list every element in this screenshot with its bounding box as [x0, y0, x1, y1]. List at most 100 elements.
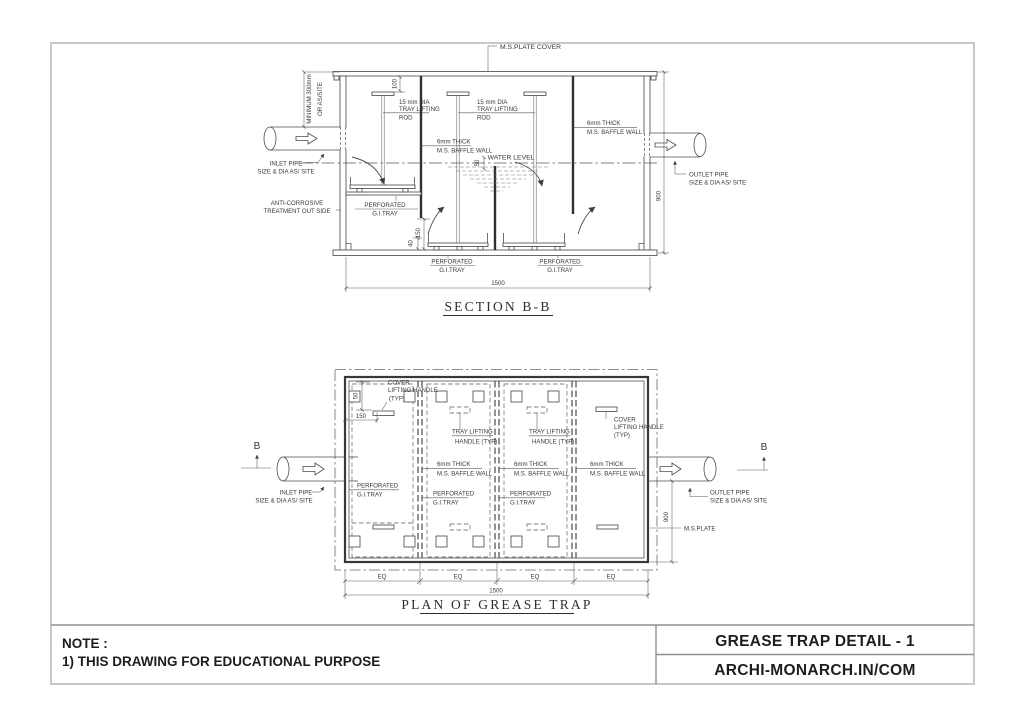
plan-baffle-label-2: 6mm THICK M.S. BAFFLE WALL	[499, 461, 570, 478]
svg-text:M.S. BAFFLE WALL: M.S. BAFFLE WALL	[437, 148, 493, 155]
bottom-tray-label-1: PERFORATED G.I.TRAY	[430, 256, 475, 274]
svg-text:PERFORATED: PERFORATED	[510, 491, 552, 498]
svg-text:B: B	[761, 442, 768, 453]
plan-dims-bottom: EQ EQ EQ EQ 1500	[343, 563, 650, 599]
plan-handle-squares	[348, 390, 560, 548]
svg-text:6mm THICK: 6mm THICK	[587, 120, 620, 127]
note-text: 1) THIS DRAWING FOR EDUCATIONAL PURPOSE	[62, 654, 380, 669]
rod-label-1: 15 mm DIA TRAY LIFTING ROD	[383, 99, 440, 122]
svg-text:EQ: EQ	[454, 574, 463, 581]
cover-handle-label-1: COVER LIFTING HANDLE (TYP) 50 150	[343, 380, 438, 423]
svg-text:SIZE & DIA AS/ SITE: SIZE & DIA AS/ SITE	[257, 169, 314, 176]
dim-900-section: 900	[656, 70, 669, 255]
svg-text:(TYP): (TYP)	[614, 432, 630, 439]
sheet-border	[50, 42, 975, 685]
svg-text:PERFORATED: PERFORATED	[433, 491, 475, 498]
svg-text:50: 50	[353, 392, 360, 399]
svg-text:PERFORATED: PERFORATED	[364, 202, 406, 209]
plan-tray-outlines	[351, 383, 568, 558]
svg-text:LIFTING HANDLE: LIFTING HANDLE	[614, 424, 664, 431]
svg-text:M.S.PLATE: M.S.PLATE	[684, 526, 715, 533]
svg-text:G.I.TRAY: G.I.TRAY	[510, 500, 536, 507]
svg-text:INLET PIPE: INLET PIPE	[280, 490, 313, 497]
svg-text:6mm THICK: 6mm THICK	[514, 461, 547, 468]
dim-900-plan: 900	[650, 479, 678, 564]
dim-minimum-depth: MINIMUM 300mm OR AS/SITE	[302, 70, 340, 129]
bottom-tray-1	[427, 233, 489, 251]
flow-arrow-icon	[654, 138, 677, 152]
svg-text:PERFORATED: PERFORATED	[431, 259, 473, 266]
svg-text:G.I.TRAY: G.I.TRAY	[547, 267, 573, 274]
flow-arrow-icon	[295, 132, 318, 145]
svg-text:COVER: COVER	[388, 380, 410, 387]
svg-text:EQ: EQ	[378, 574, 387, 581]
cover-outline	[334, 369, 658, 571]
water-hatch	[448, 166, 548, 192]
bottom-tray-label-2: PERFORATED G.I.TRAY	[538, 256, 583, 274]
svg-text:SIZE & DIA AS/ SITE: SIZE & DIA AS/ SITE	[689, 180, 746, 187]
dim-150: 150	[415, 227, 422, 238]
svg-text:15 mm DIA: 15 mm DIA	[399, 99, 430, 106]
svg-text:6mm THICK: 6mm THICK	[437, 461, 470, 468]
dim-1500-section: 1500	[344, 257, 652, 292]
section-marker-right: B	[737, 442, 768, 471]
tray-lifting-rods	[371, 91, 547, 243]
anti-corrosive-label: ANTI-CORROSIVE TREATMENT OUT SIDE	[263, 200, 341, 215]
plan-perforated-label-3: PERFORATED G.I.TRAY	[499, 491, 552, 507]
svg-text:G.I.TRAY: G.I.TRAY	[439, 267, 465, 274]
svg-text:PERFORATED: PERFORATED	[539, 259, 581, 266]
ms-plate-label: M.S.PLATE	[650, 526, 715, 533]
bottom-tray-2	[502, 233, 566, 251]
section-title: SECTION B-B	[444, 299, 551, 314]
svg-text:6mm THICK: 6mm THICK	[437, 139, 470, 146]
baffle-label-mid: 6mm THICK M.S. BAFFLE WALL	[421, 139, 493, 155]
svg-text:150: 150	[356, 413, 367, 420]
svg-text:M.S. BAFFLE WALL: M.S. BAFFLE WALL	[590, 471, 646, 478]
svg-text:1500: 1500	[491, 280, 505, 287]
svg-text:TRAY LIFTING: TRAY LIFTING	[477, 106, 518, 113]
tray-handle-label-2: TRAY LIFTING HANDLE (TYP)	[529, 429, 574, 446]
section-view: M.S.PLATE COVER MINIMUM 300mm OR AS/SITE…	[257, 44, 746, 316]
tray-handle-label-1: TRAY LIFTING HANDLE (TYP)	[452, 429, 497, 446]
outlet-label-section: OUTLET PIPE SIZE & DIA AS/ SITE	[673, 160, 746, 187]
svg-text:TRAY LIFTING: TRAY LIFTING	[452, 429, 493, 436]
svg-text:G.I.TRAY: G.I.TRAY	[357, 492, 383, 499]
plan-view: COVER LIFTING HANDLE (TYP) 50 150 COVER …	[241, 369, 768, 614]
outlet-pipe-plan	[648, 456, 717, 482]
inlet-pipe-plan	[276, 456, 358, 482]
svg-text:G.I.TRAY: G.I.TRAY	[372, 211, 398, 218]
cover-handle-label-4: COVER LIFTING HANDLE (TYP)	[605, 411, 664, 439]
drawing-title: GREASE TRAP DETAIL - 1	[715, 633, 915, 650]
inlet-pipe-section	[263, 126, 340, 151]
svg-text:HANDLE (TYP): HANDLE (TYP)	[532, 439, 574, 446]
cover-lifting-handles	[372, 406, 619, 530]
label-water-level: WATER LEVEL	[488, 155, 535, 162]
svg-text:LIFTING HANDLE: LIFTING HANDLE	[388, 387, 438, 394]
svg-text:B: B	[254, 441, 261, 452]
svg-text:OUTLET PIPE: OUTLET PIPE	[710, 490, 750, 497]
svg-text:900: 900	[656, 190, 663, 201]
plan-baffle-label-3: 6mm THICK M.S. BAFFLE WALL	[576, 461, 646, 478]
svg-text:TREATMENT OUT SIDE: TREATMENT OUT SIDE	[263, 208, 330, 215]
inlet-label-section: INLET PIPE SIZE & DIA AS/ SITE	[257, 153, 325, 176]
dim-40: 40	[408, 240, 415, 247]
inlet-label-plan: INLET PIPE SIZE & DIA AS/ SITE	[255, 486, 325, 505]
svg-text:ROD: ROD	[477, 115, 491, 122]
dim-50: 50	[474, 159, 481, 166]
svg-text:M.S. BAFFLE WALL: M.S. BAFFLE WALL	[587, 129, 643, 136]
plan-baffle-label-1: 6mm THICK M.S. BAFFLE WALL	[422, 461, 493, 478]
svg-text:G.I.TRAY: G.I.TRAY	[433, 500, 459, 507]
svg-text:M.S. BAFFLE WALL: M.S. BAFFLE WALL	[514, 471, 570, 478]
svg-text:PERFORATED: PERFORATED	[357, 483, 399, 490]
svg-text:OUTLET PIPE: OUTLET PIPE	[689, 172, 729, 179]
svg-text:TRAY LIFTING: TRAY LIFTING	[529, 429, 570, 436]
svg-text:1500: 1500	[489, 588, 503, 595]
svg-text:SIZE & DIA AS/ SITE: SIZE & DIA AS/ SITE	[710, 498, 767, 505]
plan-baffle-walls	[417, 381, 577, 558]
svg-text:TRAY LIFTING: TRAY LIFTING	[399, 106, 440, 113]
rod-label-2: 15 mm DIA TRAY LIFTING ROD	[458, 99, 535, 122]
outlet-label-plan: OUTLET PIPE SIZE & DIA AS/ SITE	[688, 487, 767, 505]
upper-tray: PERFORATED G.I.TRAY	[345, 177, 422, 218]
svg-text:(TYP): (TYP)	[389, 396, 405, 403]
